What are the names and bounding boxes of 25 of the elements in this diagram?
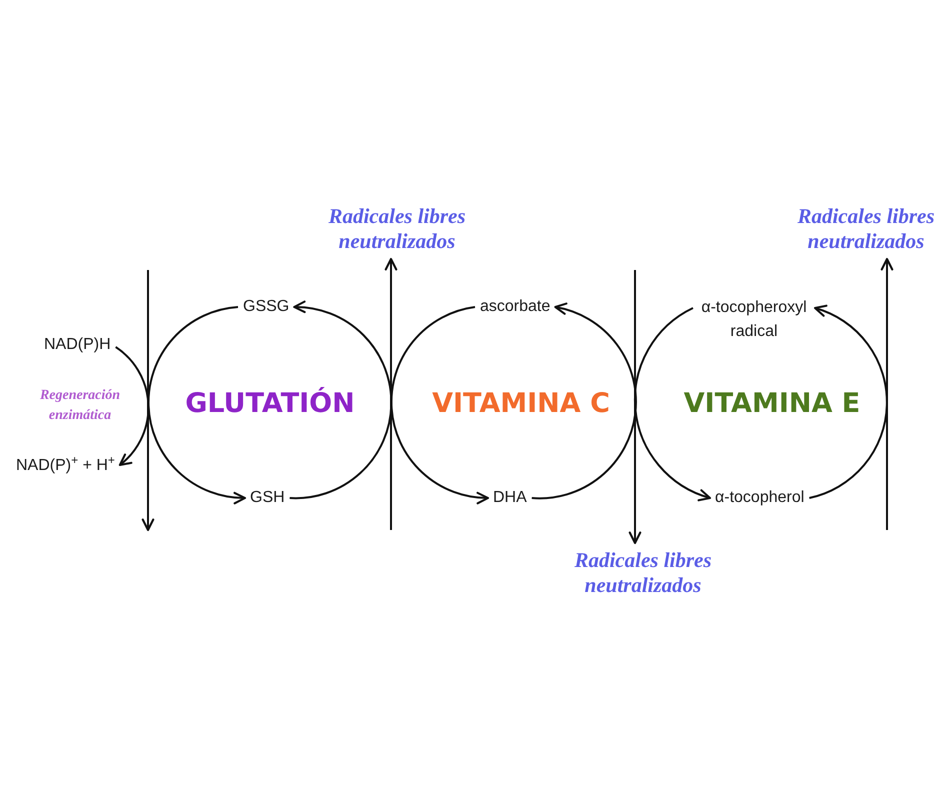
cycle-title: VITAMINA C (432, 388, 610, 420)
curved-arrow (532, 303, 637, 500)
curved-arrow (115, 346, 150, 466)
compound-label: ascorbate (480, 297, 550, 317)
curved-arrow (290, 301, 392, 499)
curved-arrow (634, 307, 712, 501)
compound-label: GSH (250, 488, 285, 508)
cycle-title: VITAMINA E (684, 388, 860, 420)
curved-arrow (148, 306, 246, 504)
compound-label: DHA (493, 488, 527, 508)
compound-label: GSSG (243, 297, 290, 317)
cofactor-label: NAD(P)$^{+}$ + H$^{+}$ (16, 456, 115, 476)
curved-arrow (390, 306, 490, 504)
cycle-title: GLUTATIÓN (185, 388, 355, 420)
curved-arrow (809, 305, 888, 499)
result-note: Radicales libres neutralizados (794, 204, 938, 254)
arrow (384, 258, 398, 530)
cofactor-label: NAD(P)H (44, 335, 111, 355)
arrow (628, 270, 642, 544)
result-note: Radicales libres neutralizados (571, 548, 715, 598)
compound-label: α-tocopheroxyl radical (698, 296, 810, 344)
arrow (880, 258, 894, 530)
compound-label: α-tocopherol (715, 488, 804, 508)
process-note: Regeneración enzimática (40, 387, 120, 425)
result-note: Radicales libres neutralizados (325, 204, 469, 254)
